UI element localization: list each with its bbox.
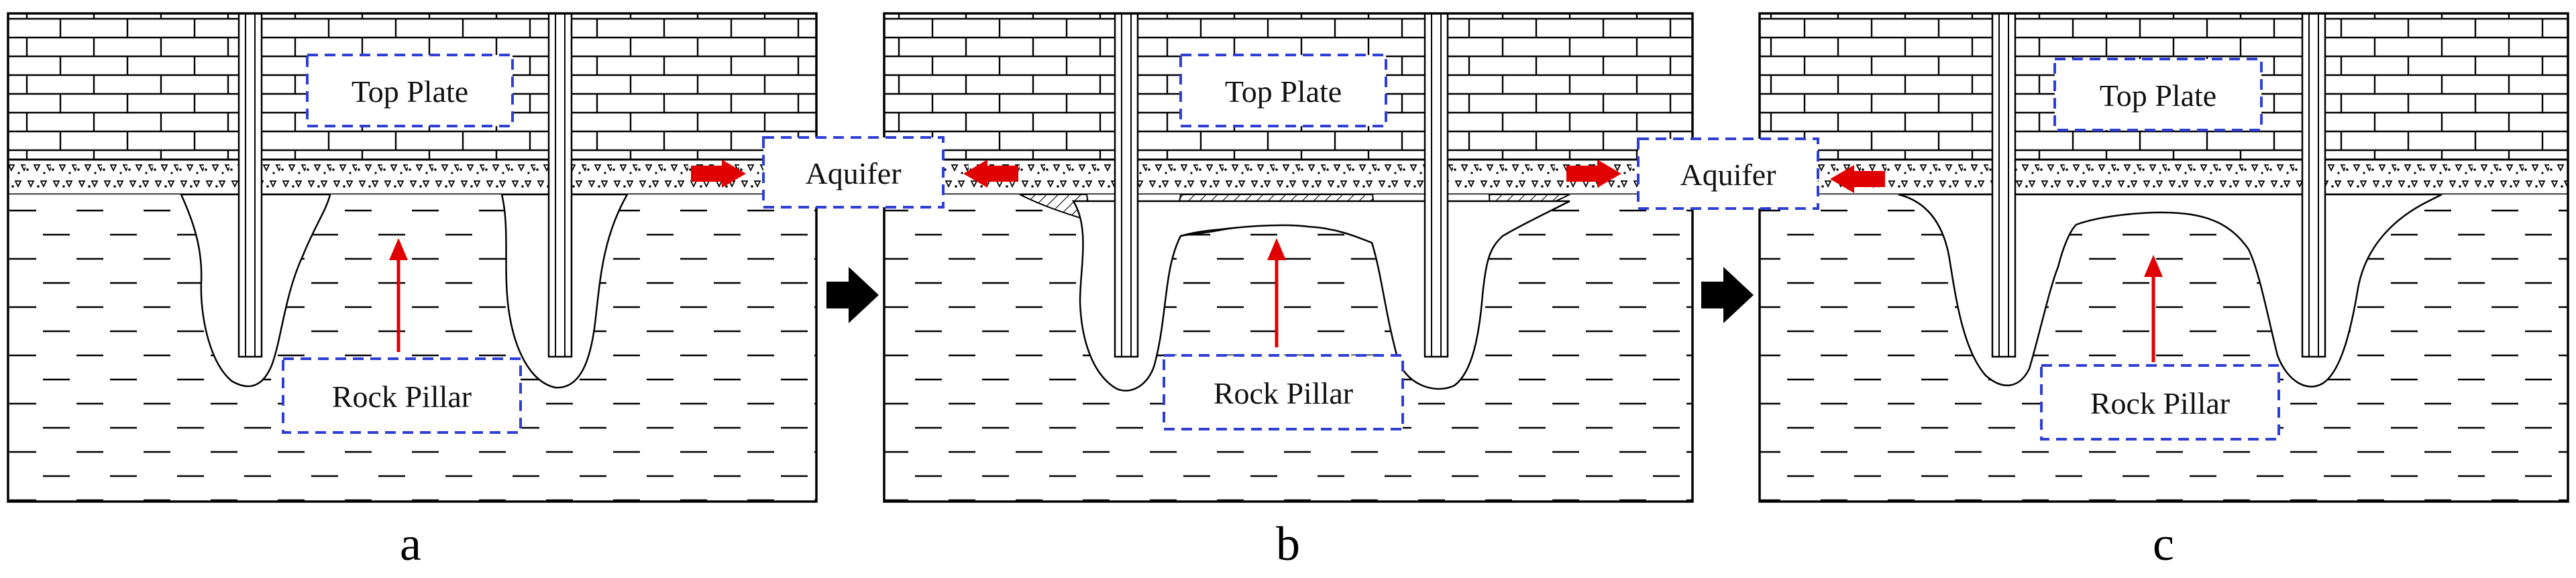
panel-b-aquifer-layer: [884, 160, 1693, 194]
aquifer-callout-2: Aquifer: [1566, 137, 1885, 210]
panel-a-border: [7, 12, 818, 503]
panel-b-top-plate-box: [1179, 54, 1387, 127]
panel-c-top-plate-box: [2053, 58, 2263, 131]
panel-b: Top Plate Rock Pillar b: [883, 12, 1694, 571]
panel-b-rock-pillar-label: Rock Pillar: [1214, 376, 1353, 410]
panel-a: Top Plate Rock Pillar a: [7, 12, 818, 571]
panel-c: Top Plate Rock Pillar c: [1758, 12, 2569, 571]
aquifer-1-label: Aquifer: [805, 156, 901, 190]
step-arrow-a-to-b: [826, 267, 879, 323]
aquifer-2-box: [1637, 137, 1819, 210]
panel-b-borehole-left: [1114, 12, 1139, 358]
panel-a-aquifer-layer: [8, 160, 816, 194]
panel-c-border: [1758, 12, 2569, 503]
panel-b-border: [883, 12, 1694, 503]
panel-a-rock-pillar-box: [282, 357, 522, 434]
panel-b-rock-stratum: [884, 194, 1693, 502]
panel-b-rock-pillar-box: [1163, 354, 1404, 430]
panel-c-caption: c: [2153, 517, 2174, 571]
panel-c-top-plate-label: Top Plate: [2100, 78, 2216, 113]
panel-b-top-plate-label: Top Plate: [1225, 74, 1342, 109]
panel-a-pillar-arrow-head: [389, 238, 408, 260]
panel-b-pillar-arrow-head: [1267, 238, 1286, 260]
panel-a-top-plate-box: [306, 54, 514, 127]
aquifer-2-label: Aquifer: [1680, 158, 1776, 192]
panel-c-pillar-arrow-head: [2144, 255, 2163, 277]
aquifer-1-arrow-in-left: [691, 160, 746, 188]
panel-a-caption: a: [400, 517, 421, 571]
aquifer-2-arrow-in-left: [1566, 160, 1621, 188]
step-arrow-b-to-c: [1701, 267, 1754, 323]
panel-b-caption: b: [1276, 517, 1300, 571]
aquifer-1-arrow-out-right: [963, 160, 1018, 188]
panel-a-top-plate-label: Top Plate: [352, 74, 468, 109]
panel-b-borehole-right: [1424, 12, 1449, 358]
aquifer-1-box: [762, 136, 945, 209]
panel-c-aquifer-layer: [1760, 160, 2568, 194]
panel-c-rock-stratum: [1760, 194, 2568, 502]
panel-c-rock-pillar-label: Rock Pillar: [2090, 386, 2230, 420]
aquifer-callout-1: Aquifer: [691, 136, 1018, 209]
panel-c-rock-pillar-box: [2040, 364, 2280, 441]
panel-a-rock-stratum: [8, 194, 816, 502]
panel-a-borehole-left: [237, 12, 263, 358]
panel-c-borehole-left: [1991, 12, 2017, 358]
panel-a-rock-pillar-label: Rock Pillar: [332, 380, 472, 414]
panel-c-borehole-right: [2301, 12, 2326, 358]
aquifer-2-arrow-out-right: [1830, 165, 1885, 193]
panel-a-borehole-right: [547, 12, 573, 358]
